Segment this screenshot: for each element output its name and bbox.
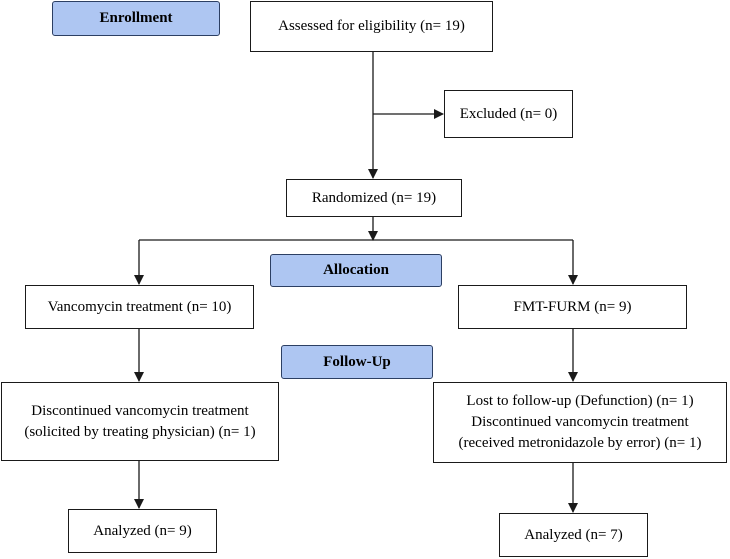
fmt-furm-text: FMT-FURM (n= 9) — [513, 298, 632, 315]
vanco-treatment-box: Vancomycin treatment (n= 10) — [25, 285, 254, 329]
stage-enrollment: Enrollment — [52, 1, 220, 36]
assessed-text: Assessed for eligibility (n= 19) — [278, 18, 465, 34]
fmt-discontinued-line-2: (received metronidazole by error) (n= 1) — [458, 435, 702, 451]
vanco-discontinued-line-1: Discontinued vancomycin treatment — [31, 402, 249, 419]
stage-enrollment-label: Enrollment — [99, 10, 173, 26]
stage-allocation: Allocation — [270, 254, 442, 287]
fmt-discontinued-box: Lost to follow-up (Defunction) (n= 1) Di… — [433, 382, 727, 463]
excluded-text: Excluded (n= 0) — [459, 105, 558, 122]
randomized-box: Randomized (n= 19) — [286, 179, 462, 217]
vanco-analyzed-box: Analyzed (n= 9) — [68, 509, 217, 553]
assessed-box: Assessed for eligibility (n= 19) — [250, 1, 493, 52]
vanco-discontinued-line-2: (solicited by treating physician) (n= 1) — [24, 423, 256, 440]
vanco-discontinued-box: Discontinued vancomycin treatment (solic… — [1, 382, 279, 461]
fmt-analyzed-box: Analyzed (n= 7) — [499, 513, 648, 557]
vanco-analyzed-text: Analyzed (n= 9) — [93, 522, 192, 539]
fmt-furm-box: FMT-FURM (n= 9) — [458, 285, 687, 329]
fmt-lost-line: Lost to follow-up (Defunction) (n= 1) — [466, 393, 694, 409]
stage-follow-up-label: Follow-Up — [323, 353, 391, 370]
fmt-discontinued-line-1: Discontinued vancomycin treatment — [471, 414, 689, 430]
fmt-analyzed-text: Analyzed (n= 7) — [524, 526, 623, 543]
randomized-text: Randomized (n= 19) — [311, 189, 437, 206]
excluded-box: Excluded (n= 0) — [444, 90, 573, 138]
stage-follow-up: Follow-Up — [281, 345, 433, 379]
vanco-treatment-text: Vancomycin treatment (n= 10) — [47, 298, 232, 315]
stage-allocation-label: Allocation — [323, 262, 389, 278]
